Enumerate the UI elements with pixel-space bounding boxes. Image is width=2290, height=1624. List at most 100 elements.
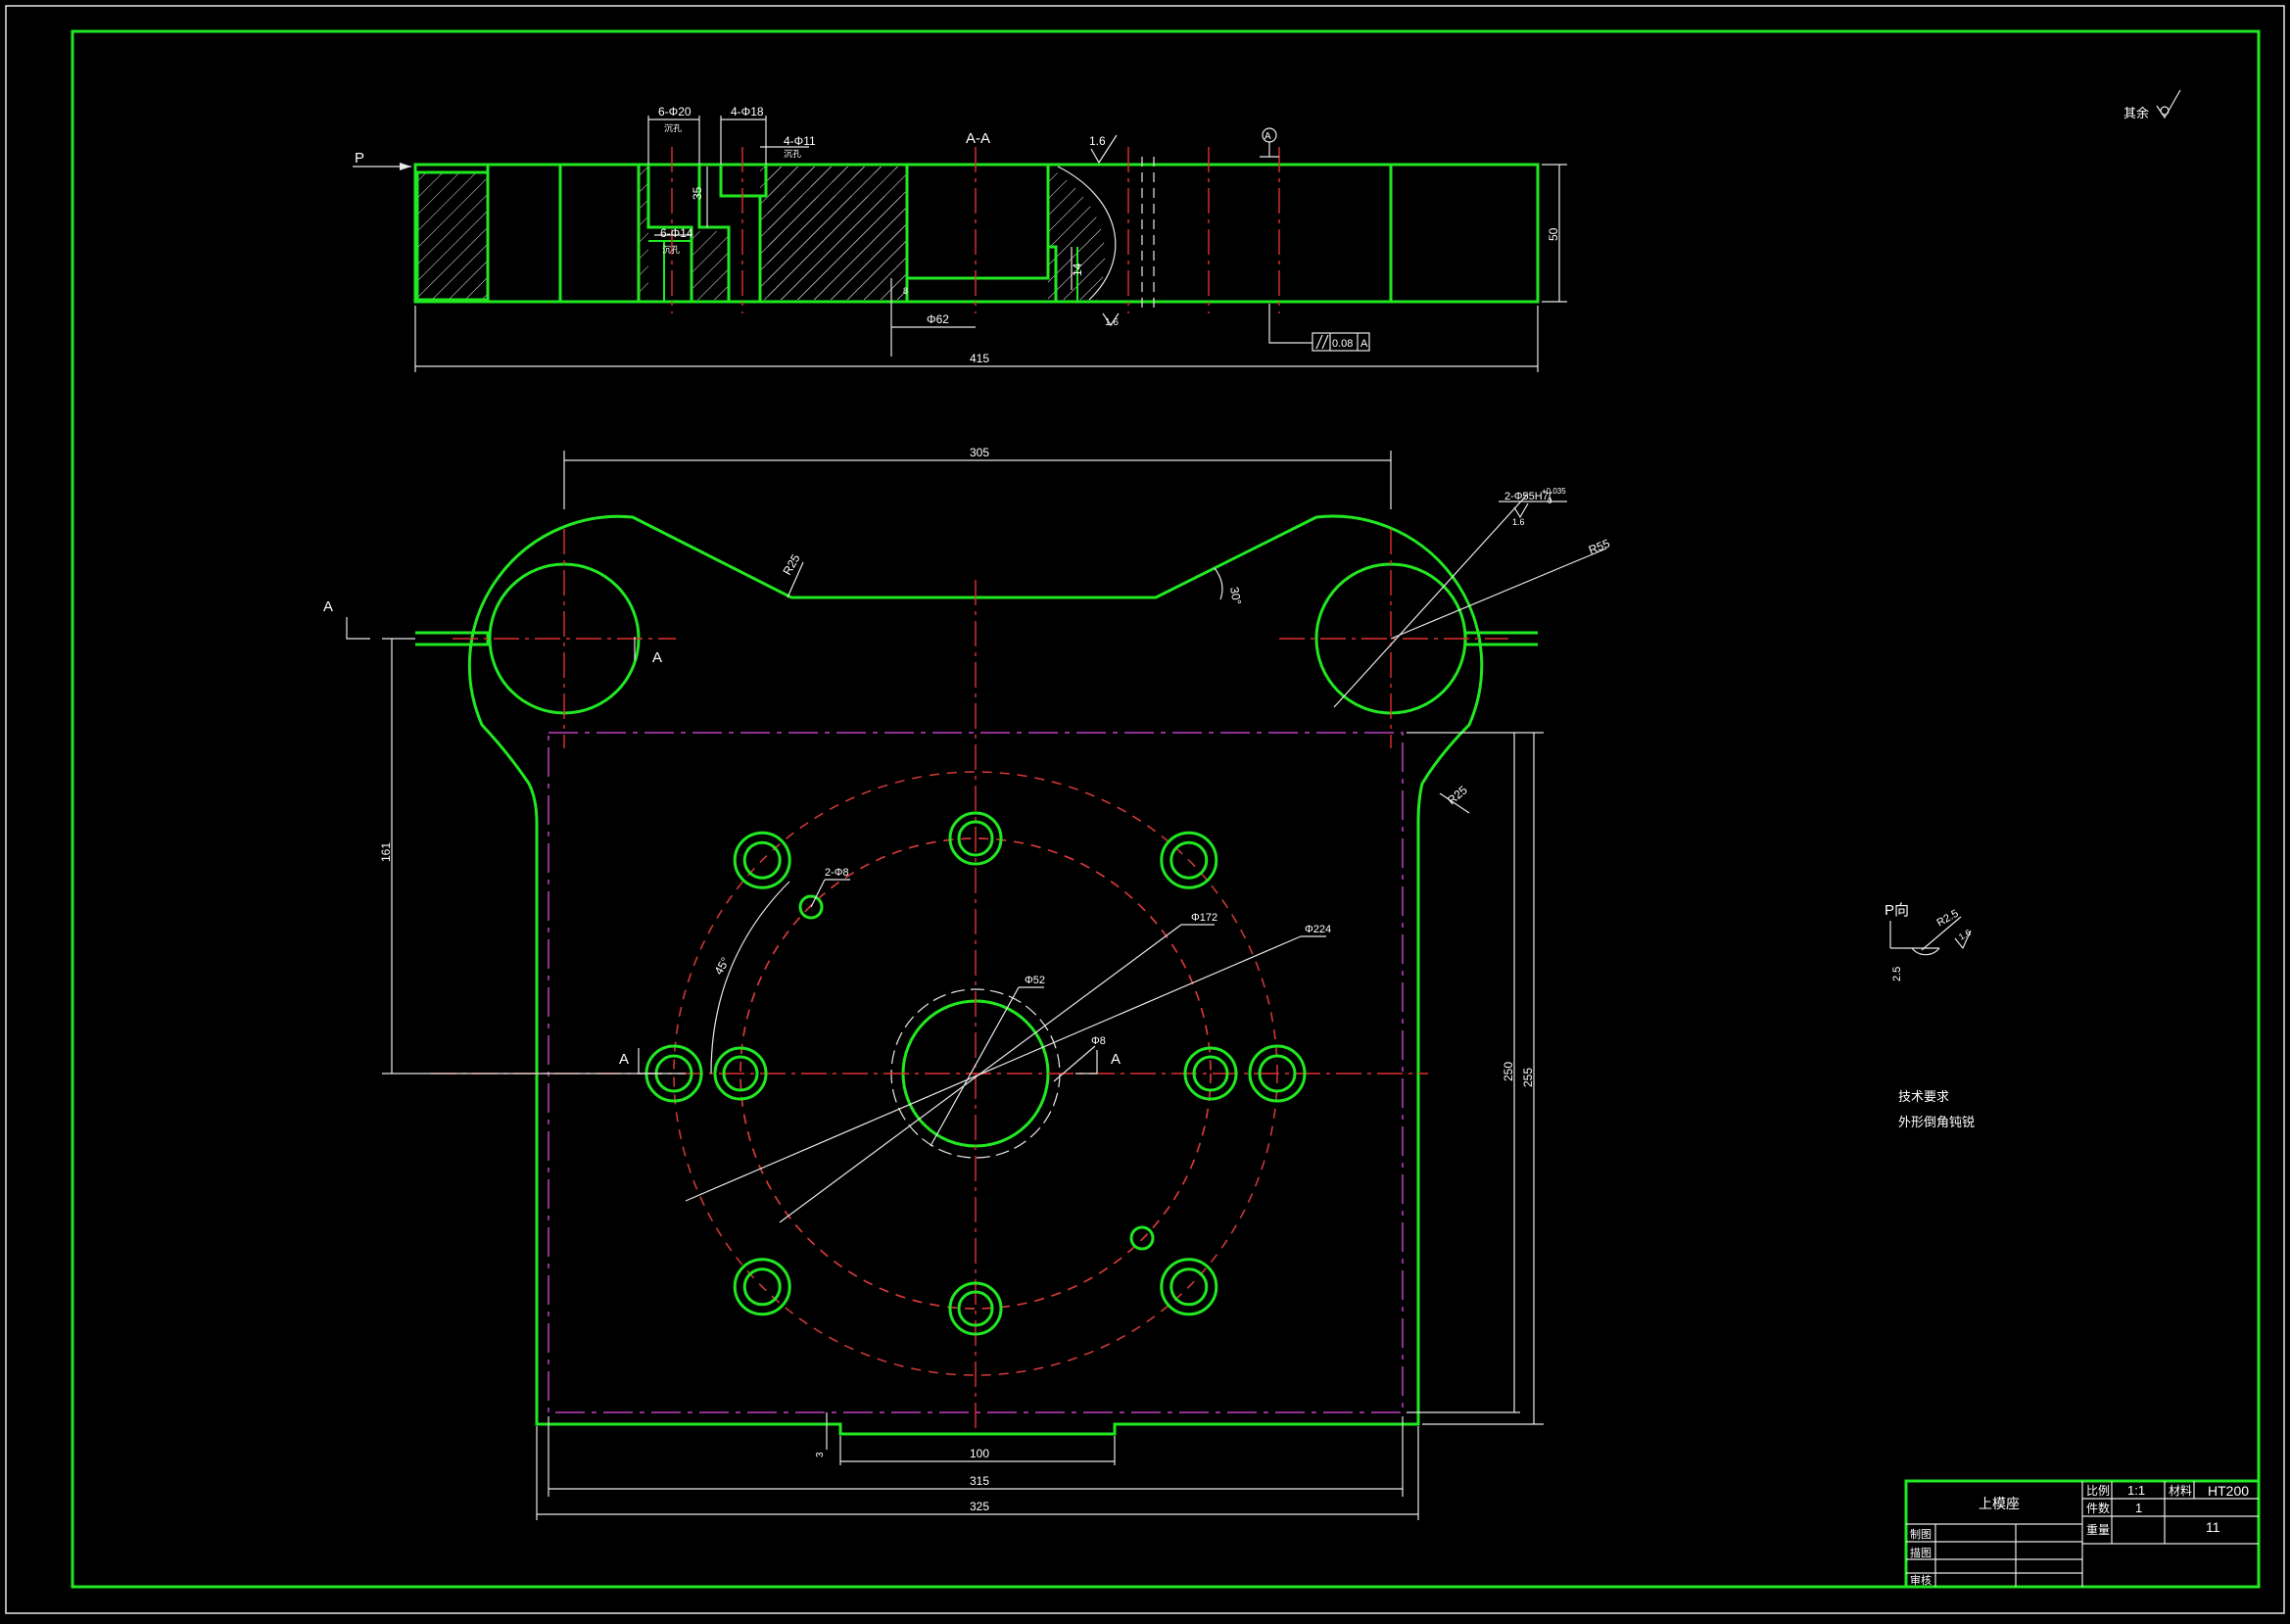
dim-35: 35 — [691, 186, 704, 200]
arrow-p-label: P — [355, 150, 364, 167]
dia-52-leader — [930, 986, 1020, 1147]
pin-hole-2 — [1129, 1225, 1155, 1251]
dim-sink-a: 沉孔 — [664, 123, 682, 133]
dim-r55: R55 — [1587, 536, 1612, 556]
bolt-hole-inner-3-outer — [713, 1046, 768, 1101]
detail-p-25: 2.5 — [1891, 967, 1903, 981]
dim-6-14: 6-Φ14 — [660, 226, 693, 240]
section-label: A-A — [966, 130, 990, 147]
dim-sink-b: 沉孔 — [784, 149, 801, 159]
title-block: 上模座 比例 1:1 材料 HT200 件数 1 重量 11 制图 描图 审核 — [1904, 1479, 2261, 1589]
bore-roughness-icon — [1513, 502, 1529, 519]
dim-sink-c: 沉孔 — [662, 245, 680, 255]
dim-8: Φ8 — [1091, 1035, 1106, 1047]
dim-30: 30° — [1227, 586, 1244, 606]
section-mark-4 — [1075, 1050, 1098, 1075]
dim-bore-tol2: 0 — [1548, 497, 1552, 505]
bolt-hole-inner-2-outer — [948, 1281, 1003, 1336]
central-recess — [907, 245, 1058, 302]
bolt-hole-outer-5-inner — [742, 1267, 782, 1307]
dim-161: 161 — [379, 842, 393, 862]
angle-30-arc — [1214, 567, 1223, 600]
bolt-hole-outer-2-outer — [1160, 831, 1218, 889]
sec-a4: A — [1111, 1051, 1121, 1068]
dim-305: 305 — [970, 446, 989, 459]
hatch-left — [417, 172, 488, 300]
tb-drawing-no: 11 — [2206, 1519, 2220, 1535]
hatch-a — [639, 167, 648, 300]
plan-view: 305 R25 30° 2-Φ55H7( +0.035 0 1.6 R55 R2… — [323, 446, 1612, 1520]
angle-45-arc — [710, 881, 790, 1075]
dim-325: 325 — [970, 1500, 989, 1513]
bolt-hole-outer-2-inner — [1169, 840, 1209, 880]
base-outline — [467, 514, 1484, 1436]
view-p-label: P向 — [1884, 902, 1909, 919]
dim-50: 50 — [1547, 227, 1560, 241]
bolt-hole-outer-5-outer — [733, 1258, 791, 1316]
dim-r25b: R25 — [1445, 783, 1470, 807]
parallelism-frame — [1312, 332, 1370, 352]
parallelism-icon — [1315, 334, 1323, 350]
r25-leader — [787, 561, 804, 598]
bolt-hole-inner-1-inner — [957, 820, 994, 857]
tb-scale-value: 1:1 — [2127, 1483, 2145, 1498]
sec-a3: A — [619, 1051, 629, 1068]
dim-224: Φ224 — [1305, 924, 1331, 935]
hole-2-8-leader — [810, 879, 826, 908]
roughness-top: 1.6 — [1089, 134, 1106, 148]
sec-a2: A — [652, 649, 662, 666]
bolt-circle-inner — [739, 837, 1212, 1310]
detail-p-leader — [1921, 916, 1962, 951]
dim-bore-tol: +0.035 — [1542, 487, 1566, 496]
dim-100: 100 — [970, 1447, 989, 1460]
dim-8: 8 — [903, 286, 908, 296]
roughness-bottom: 1.6 — [1105, 317, 1119, 328]
dim-250: 250 — [1502, 1062, 1515, 1081]
dim-255: 255 — [1521, 1068, 1535, 1087]
bolt-hole-outer-6-outer — [1160, 1258, 1218, 1316]
arrow-p-head — [400, 163, 411, 170]
bolt-hole-outer-4-inner — [1258, 1054, 1297, 1093]
drawing-frame — [71, 29, 2261, 1589]
dim-52: Φ52 — [1025, 975, 1045, 986]
hatch-b — [692, 231, 729, 300]
parallelism-icon-b — [1321, 334, 1329, 350]
dim-bore-rough: 1.6 — [1512, 517, 1525, 527]
bolt-hole-outer-1-outer — [733, 831, 791, 889]
cbore-right — [697, 165, 731, 302]
datum-letter: A — [1264, 131, 1271, 142]
dim-4-11: 4-Φ11 — [784, 134, 816, 148]
surface-roughness-icon — [2156, 89, 2181, 119]
tb-part-name: 上模座 — [1979, 1496, 2020, 1511]
pin-hole-1 — [798, 894, 824, 920]
bolt-hole-outer-1-inner — [742, 840, 782, 880]
dia-8-leader — [1053, 1045, 1096, 1082]
dim-6-20: 6-Φ20 — [658, 105, 692, 119]
dim-315: 315 — [970, 1474, 989, 1488]
tb-material-value: HT200 — [2208, 1483, 2249, 1499]
section-mark-1 — [346, 617, 370, 640]
other-surfaces-note: 其余 — [2123, 106, 2149, 120]
dim-172: Φ172 — [1191, 912, 1217, 924]
fcf-value: 0.08 — [1332, 338, 1353, 350]
section-outline — [413, 163, 1540, 304]
tech-line-1: 外形倒角钝锐 — [1898, 1115, 1975, 1129]
tb-qty-label: 件数 — [2086, 1501, 2110, 1515]
detail-p-arc — [1911, 947, 1940, 956]
r55-leader — [1390, 548, 1607, 640]
fcf-leader — [1268, 304, 1312, 344]
tb-material-label: 材料 — [2169, 1484, 2192, 1498]
tech-title: 技术要求 — [1898, 1089, 1949, 1104]
dim-3: 3 — [815, 1452, 826, 1457]
fcf-datum: A — [1360, 338, 1368, 350]
dim-62: Φ62 — [927, 312, 949, 326]
tb-scale-label: 比例 — [2086, 1484, 2110, 1498]
bolt-hole-outer-4-outer — [1248, 1044, 1307, 1103]
break-line — [1057, 166, 1117, 301]
bolt-hole-outer-6-inner — [1169, 1267, 1209, 1307]
detail-p-rough-icon — [1954, 930, 1972, 950]
roughness-bottom-icon — [1102, 312, 1120, 327]
roughness-top-icon — [1090, 134, 1118, 165]
dim-2-8: 2-Φ8 — [825, 867, 849, 879]
